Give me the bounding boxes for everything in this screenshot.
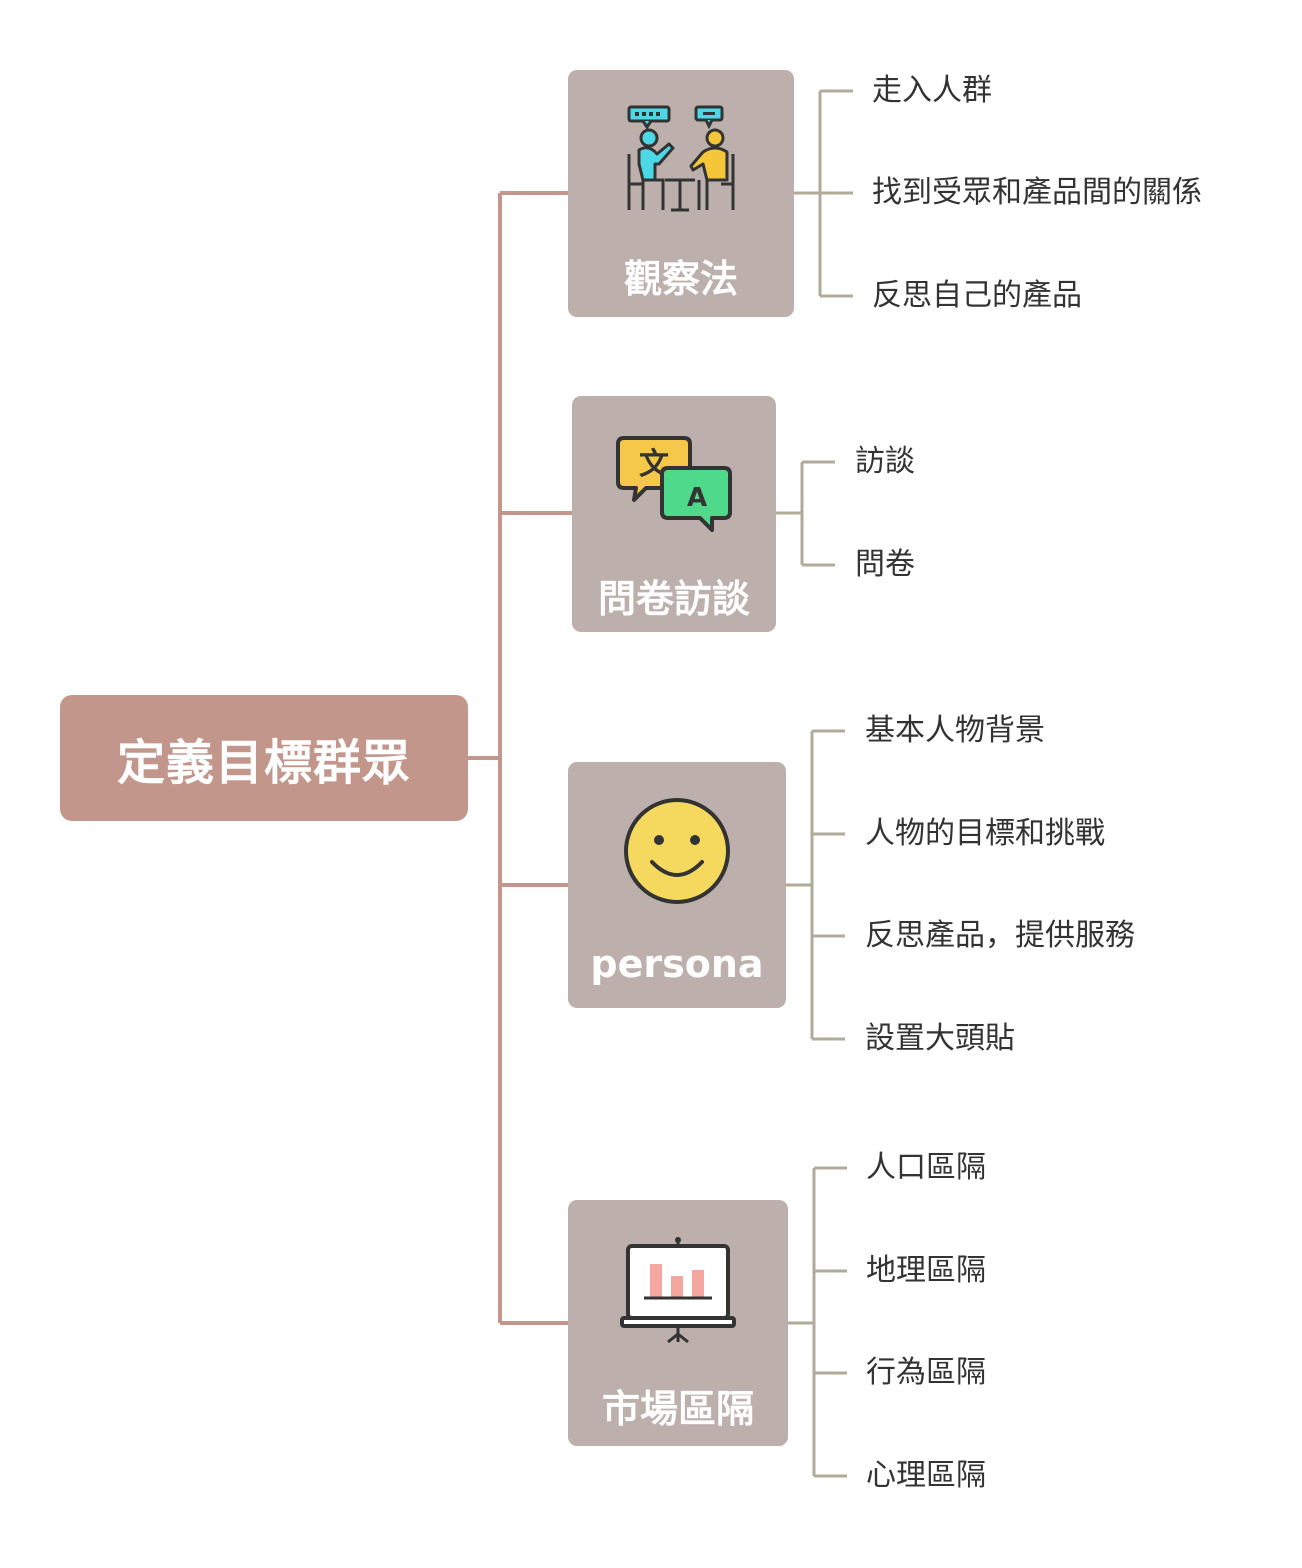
branch-node-persona: persona [568,762,786,1008]
presentation-chart-icon [620,1237,736,1344]
leaf-bracket-3 [786,729,845,1041]
leaf-item: 人口區隔 [866,1150,986,1185]
root-node: 定義目標群眾 [60,695,468,821]
leaf-item: 人物的目標和挑戰 [865,816,1105,851]
branch-label: 問卷訪談 [597,577,750,621]
svg-text:A: A [687,483,707,513]
leaf-item: 反思自己的產品 [872,278,1082,313]
branch-label: persona [590,942,764,986]
leaf-item: 問卷 [855,547,915,582]
leaf-bracket-2 [776,460,835,567]
smiley-face-icon [624,798,730,904]
leaf-item: 設置大頭貼 [865,1021,1015,1056]
translate-chat-icon: 文 A [616,436,732,532]
people-meeting-icon [627,105,735,212]
branch-label: 市場區隔 [601,1387,754,1431]
root-title: 定義目標群眾 [116,735,411,791]
branch-node-market-segmentation: 市場區隔 [568,1200,788,1446]
leaf-item: 基本人物背景 [865,713,1045,748]
leaf-item: 地理區隔 [866,1253,986,1288]
leaf-item: 訪談 [855,444,915,479]
leaf-item: 心理區隔 [866,1458,986,1493]
leaf-item: 走入人群 [872,73,992,108]
leaf-item: 找到受眾和產品間的關係 [872,175,1202,210]
branch-node-survey-interview: 文 A 問卷訪談 [572,396,776,632]
leaf-bracket-1 [794,89,853,298]
leaf-item: 行為區隔 [866,1355,986,1390]
branch-node-observation: 觀察法 [568,70,794,317]
leaf-bracket-4 [788,1166,847,1478]
leaf-item: 反思產品，提供服務 [865,918,1135,953]
branch-label: 觀察法 [623,257,738,301]
